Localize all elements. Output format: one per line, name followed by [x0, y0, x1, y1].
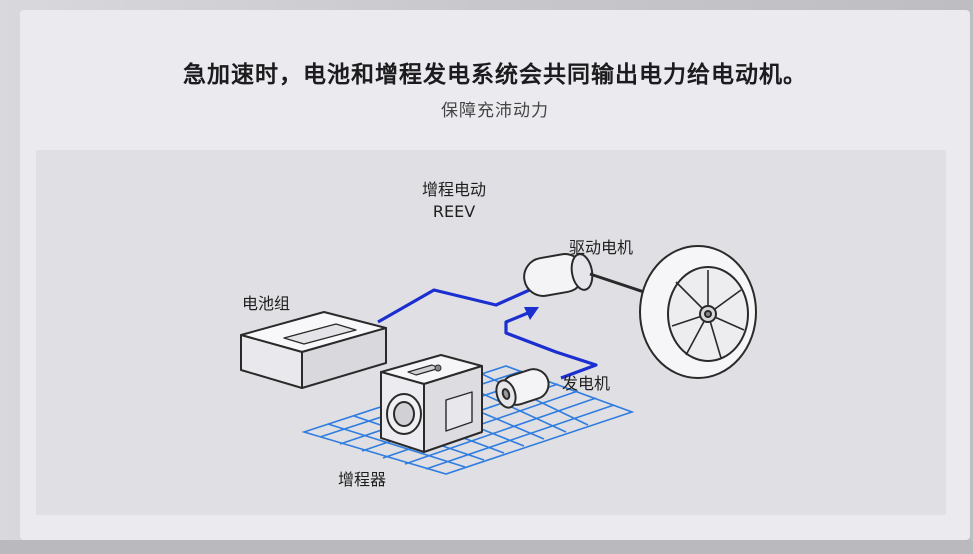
drive-motor: [523, 253, 657, 298]
presentation-screen: 急加速时，电池和增程发电系统会共同输出电力给电动机。 保障充沛动力: [20, 10, 970, 540]
label-generator: 发电机: [562, 374, 611, 393]
range-extender-engine: [380, 354, 483, 453]
generator: [495, 368, 550, 409]
battery-pack: [240, 311, 387, 389]
power-flow-lines: [377, 286, 598, 380]
slide-subtitle: 保障充沛动力: [441, 101, 549, 121]
battery-to-motor-flow: [377, 286, 535, 324]
label-range-extender: 增程器: [338, 470, 387, 489]
arrowhead-generator: [524, 307, 539, 320]
wheel: [639, 245, 757, 379]
generator-to-motor-flow: [504, 311, 598, 380]
diagram-panel: 增程电动 REEV 电池组 驱动电机 发电机 增程器: [36, 150, 946, 515]
reev-powertrain-diagram: [240, 245, 757, 475]
diagram-heading-en: REEV: [432, 202, 476, 221]
label-drive-motor: 驱动电机: [569, 238, 634, 257]
slide-title: 急加速时，电池和增程发电系统会共同输出电力给电动机。: [183, 62, 807, 88]
label-battery: 电池组: [242, 294, 291, 313]
monitor-bottom-edge: [0, 540, 973, 554]
diagram-heading-cn: 增程电动: [421, 180, 486, 199]
